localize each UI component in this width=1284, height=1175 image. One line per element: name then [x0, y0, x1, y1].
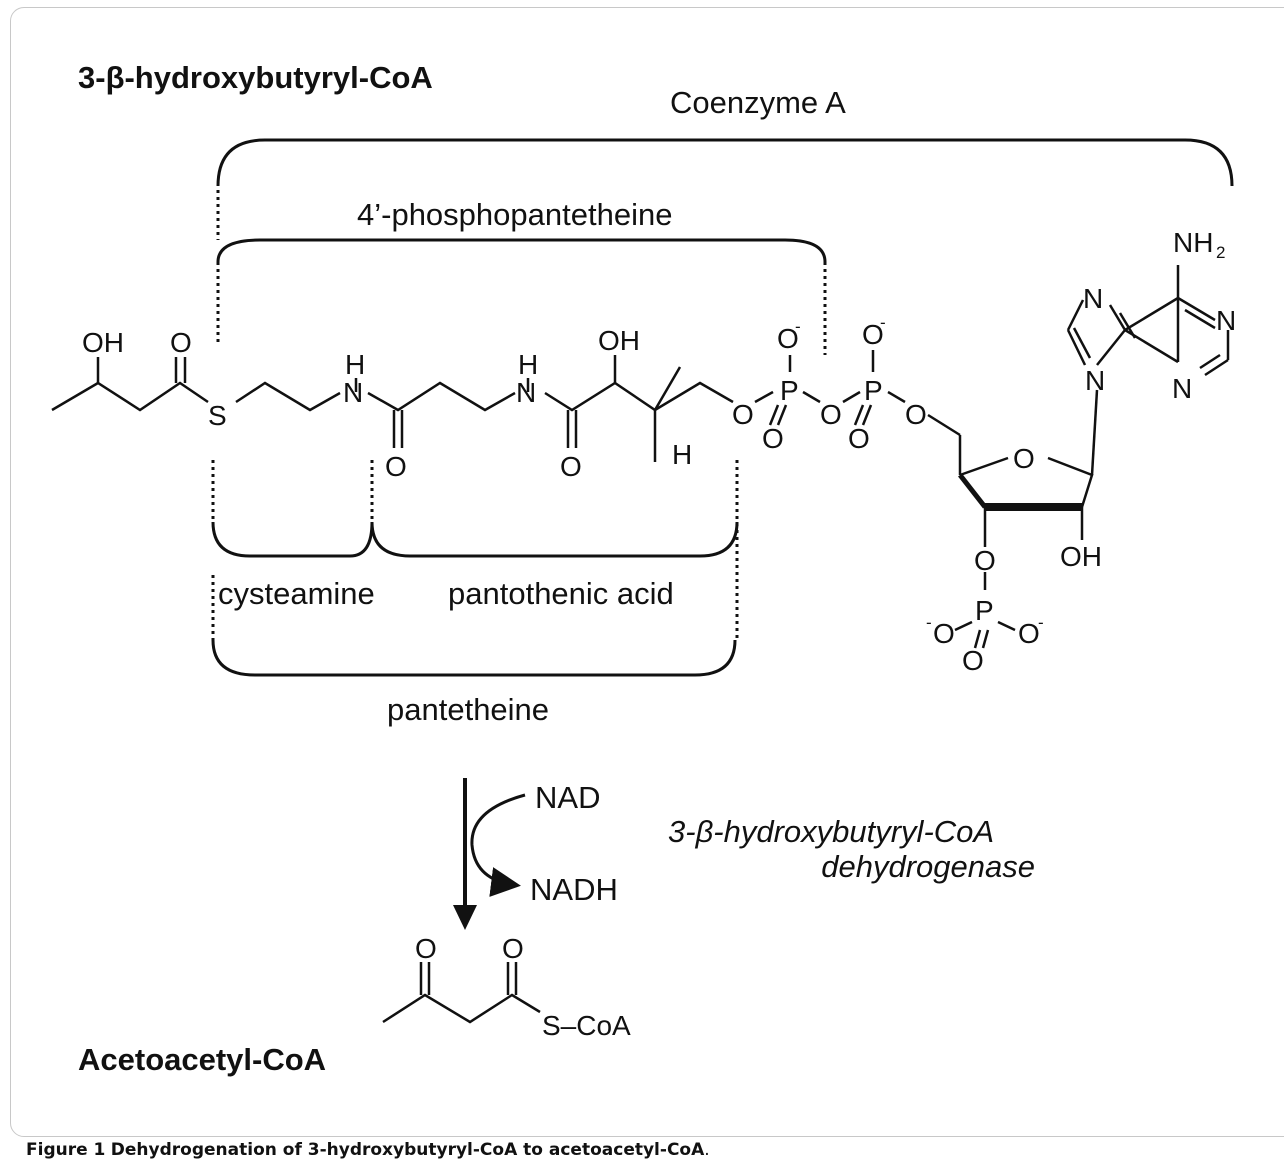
atom-labels: OH O S H N O H N O OH H O O - P O O O - … [82, 227, 1236, 676]
atom-s: S [208, 400, 227, 431]
caption-label: Figure 1 [26, 1140, 106, 1160]
label-coenzyme-a: Coenzyme A [670, 85, 846, 120]
product-o-2: O [502, 933, 524, 964]
atom-n-9: N [1085, 365, 1105, 396]
dotted-boundaries [211, 190, 827, 640]
substrate-bonds [51, 350, 961, 462]
label-cysteamine: cysteamine [218, 576, 375, 611]
atom-minus-2: - [880, 313, 886, 332]
atom-o-13: O [1018, 618, 1040, 649]
bracket-coenzyme-a [216, 138, 1234, 187]
atom-h-1: H [345, 349, 365, 380]
atom-nh2: NH [1173, 227, 1213, 258]
atom-o-10: O [905, 399, 927, 430]
atom-n-7: N [1083, 283, 1103, 314]
atom-o-12: O [933, 618, 955, 649]
label-enzyme-line2: dehydrogenase [821, 849, 1035, 884]
atom-oh-1: OH [82, 327, 124, 358]
atom-o-6: O [762, 423, 784, 454]
label-nadh: NADH [530, 872, 618, 907]
atom-o-5: O [777, 323, 799, 354]
atom-n-1: N [343, 377, 363, 408]
atom-o-ring: O [1013, 443, 1035, 474]
atom-n-3: N [1172, 373, 1192, 404]
atom-o-8: O [862, 319, 884, 350]
title-product: Acetoacetyl-CoA [78, 1042, 326, 1077]
label-pantothenic-acid: pantothenic acid [448, 576, 674, 611]
reaction-diagram: 3-β-hydroxybutyryl-CoA Acetoacetyl-CoA C… [51, 60, 1236, 1077]
atom-nh2-subscript: 2 [1216, 243, 1225, 262]
label-pantetheine: pantetheine [387, 692, 549, 727]
figure-caption: Figure 1 Dehydrogenation of 3-hydroxybut… [26, 1140, 710, 1160]
atom-minus-4: - [1038, 613, 1044, 632]
product-bonds [382, 962, 541, 1024]
figure-frame [10, 7, 1284, 1137]
bracket-phosphopantetheine [216, 238, 827, 263]
atom-p-1: P [780, 375, 799, 406]
adenine-ring [1066, 265, 1230, 377]
reaction-arrow [453, 778, 526, 930]
atom-p-2: P [864, 375, 883, 406]
label-enzyme-line1: 3-β-hydroxybutyryl-CoA [668, 814, 994, 849]
atom-o-3: O [560, 451, 582, 482]
bracket-pantothenic-acid [370, 521, 739, 558]
atom-oh-2: OH [598, 325, 640, 356]
product-o-1: O [415, 933, 437, 964]
atom-minus-3: - [926, 613, 932, 632]
atom-o-14: O [962, 645, 984, 676]
atom-h-3: H [672, 439, 692, 470]
ribose-ring [954, 389, 1099, 649]
bracket-cysteamine [211, 521, 374, 558]
atom-o-9: O [848, 423, 870, 454]
atom-o-2: O [385, 451, 407, 482]
caption-text: Dehydrogenation of 3-hydroxybutyryl-CoA … [110, 1140, 705, 1160]
product-s-coa: S–CoA [542, 1010, 631, 1041]
atom-n-2: N [516, 377, 536, 408]
atom-p-3: P [975, 595, 994, 626]
atom-o-1: O [170, 327, 192, 358]
bracket-pantetheine [211, 639, 737, 677]
title-substrate: 3-β-hydroxybutyryl-CoA [78, 60, 433, 95]
atom-n-1-adenine: N [1216, 305, 1236, 336]
label-nad: NAD [535, 780, 600, 815]
atom-o-4: O [732, 399, 754, 430]
atom-h-2: H [518, 349, 538, 380]
atom-minus-1: - [795, 317, 801, 336]
atom-o-7: O [820, 399, 842, 430]
atom-oh-3: OH [1060, 541, 1102, 572]
atom-o-11: O [974, 545, 996, 576]
label-phosphopantetheine: 4’-phosphopantetheine [357, 197, 672, 232]
